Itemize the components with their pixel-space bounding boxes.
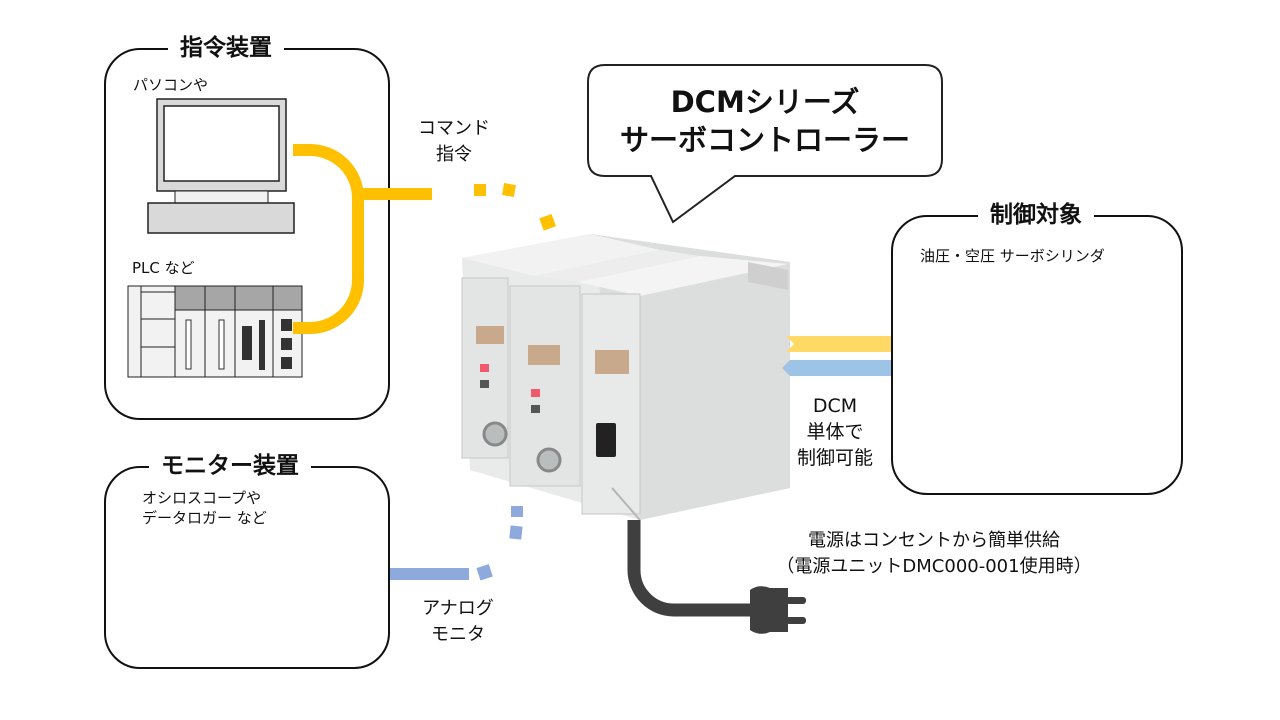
- command-label-line2: 指令: [436, 144, 472, 165]
- control-label-line3: 制御可能: [796, 447, 873, 469]
- dcm-controller-image: [461, 234, 790, 521]
- product-title: DCMシリーズ サーボコントローラー: [588, 83, 942, 159]
- command-label-line1: コマンド: [418, 118, 490, 139]
- monitor-device-label: オシロスコープや データロガー など: [142, 488, 267, 528]
- product-title-line1: DCMシリーズ: [670, 85, 860, 119]
- command-device-title: 指令装置: [168, 34, 284, 62]
- monitor-device-title: モニター装置: [149, 452, 311, 480]
- control-label-line2: 単体で: [806, 421, 864, 443]
- target-device-title: 制御対象: [978, 201, 1094, 229]
- monitor-device-group: [104, 466, 390, 669]
- analog-monitor-label-line1: アナログ: [422, 598, 494, 619]
- power-note-line2: （電源ユニットDMC000-001使用時）: [776, 556, 1092, 577]
- target-device-group: [891, 215, 1183, 495]
- monitor-device-label-line1: オシロスコープや: [142, 489, 262, 507]
- plc-label: PLC など: [132, 259, 195, 277]
- command-label: コマンド 指令: [414, 116, 494, 168]
- analog-monitor-label-line2: モニタ: [431, 624, 485, 645]
- control-label-line1: DCM: [812, 395, 858, 417]
- power-note-line1: 電源はコンセントから簡単供給: [808, 530, 1060, 551]
- command-device-group: [104, 48, 390, 420]
- target-device-label: 油圧・空圧 サーボシリンダ: [920, 247, 1105, 265]
- command-dash-marks: [474, 183, 556, 231]
- power-note: 電源はコンセントから簡単供給 （電源ユニットDMC000-001使用時）: [734, 528, 1134, 580]
- product-title-line2: サーボコントローラー: [619, 123, 910, 157]
- control-label: DCM 単体で 制御可能: [790, 393, 880, 471]
- analog-monitor-label: アナログ モニタ: [408, 596, 508, 648]
- monitor-dash-marks: [476, 506, 523, 581]
- pc-label: パソコンや: [133, 76, 209, 94]
- monitor-device-label-line2: データロガー など: [142, 509, 267, 527]
